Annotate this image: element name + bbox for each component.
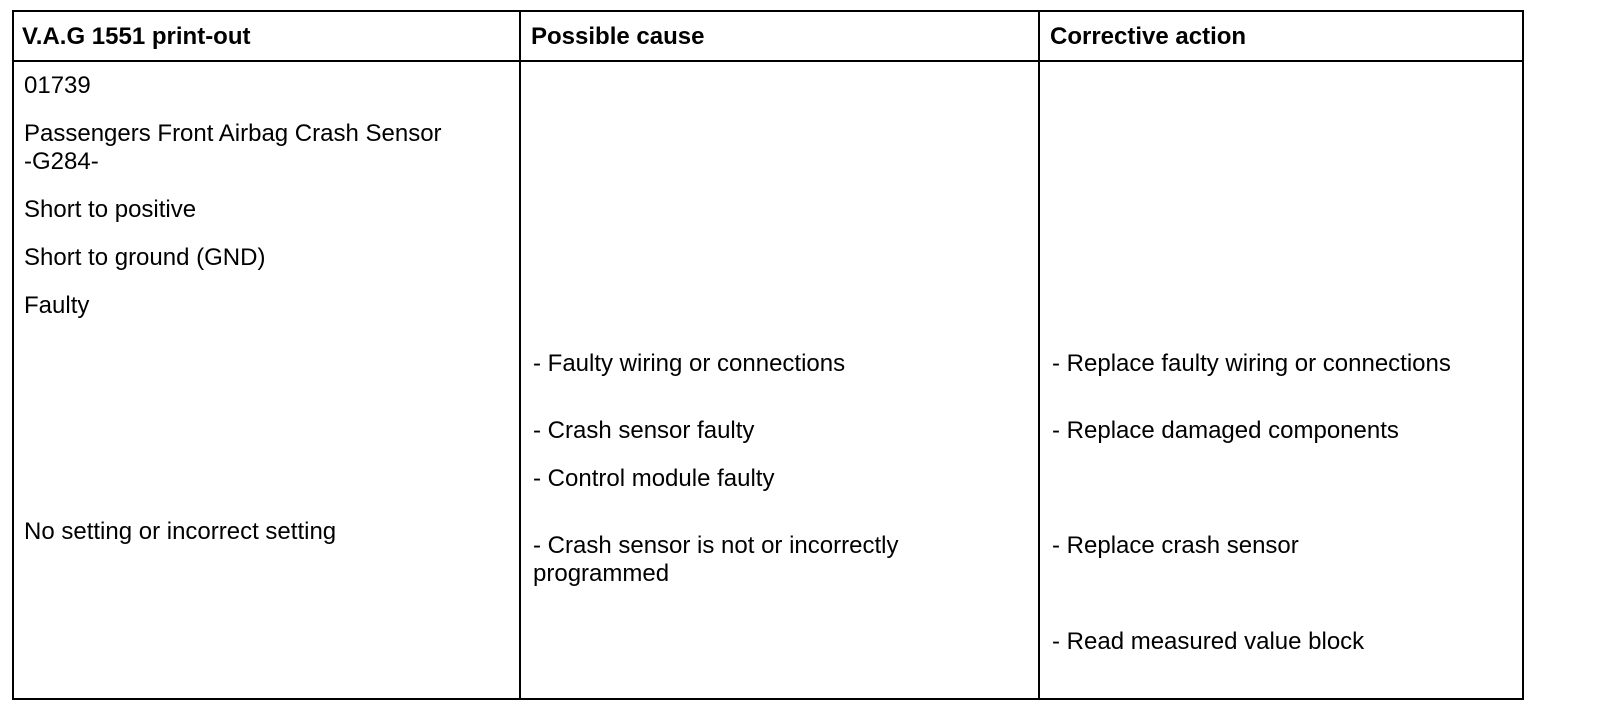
action-item: - Read measured value block [1052, 628, 1365, 655]
fault-faulty: Faulty [24, 292, 90, 319]
table-header-row [14, 12, 1522, 62]
component-name: Passengers Front Airbag Crash Sensor -G2… [24, 120, 442, 175]
header-corrective-action: Corrective action [1050, 23, 1247, 50]
cause-item: - Faulty wiring or connections [533, 350, 846, 377]
cause-item: - Crash sensor faulty [533, 417, 755, 444]
fault-code: 01739 [24, 72, 91, 99]
fault-short-positive: Short to positive [24, 196, 197, 223]
header-possible-cause: Possible cause [531, 23, 705, 50]
fault-no-setting: No setting or incorrect setting [24, 518, 337, 545]
cause-item: - Crash sensor is not or incorrectly pro… [533, 532, 899, 587]
action-item: - Replace crash sensor [1052, 532, 1299, 559]
column-possible-cause: Possible cause - Faulty wiring or connec… [519, 12, 1040, 698]
fault-short-ground: Short to ground (GND) [24, 244, 266, 271]
action-item: - Replace faulty wiring or connections [1052, 350, 1451, 377]
action-item: - Replace damaged components [1052, 417, 1399, 444]
column-corrective-action: Corrective action - Replace faulty wirin… [1038, 12, 1522, 698]
column-printout: V.A.G 1551 print-out 01739 Passengers Fr… [14, 12, 519, 698]
diagnostic-table: V.A.G 1551 print-out 01739 Passengers Fr… [12, 10, 1524, 700]
header-printout: V.A.G 1551 print-out [22, 23, 251, 50]
cause-item: - Control module faulty [533, 465, 775, 492]
